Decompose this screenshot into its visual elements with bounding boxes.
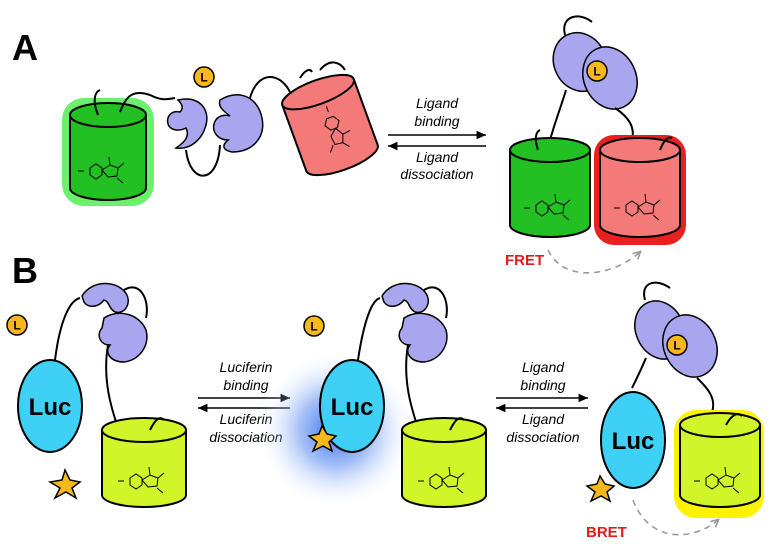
ligand-label: L <box>310 320 317 334</box>
luciferase: Luc <box>319 359 385 453</box>
binding-domain-open <box>81 282 148 363</box>
arrow-label-ligand-dissociation: dissociation <box>400 166 473 182</box>
arrow-label-ligand-dissociation: Ligand <box>416 149 459 165</box>
green-fluorescent-protein <box>62 98 154 206</box>
luciferase-label: Luc <box>331 394 374 421</box>
equilibrium-arrows-b2: Ligand binding Ligand dissociation <box>496 359 588 445</box>
linker <box>725 413 743 426</box>
energy-transfer-arrow <box>632 499 718 536</box>
fret-label: FRET <box>505 252 544 269</box>
luciferase: Luc <box>17 359 83 453</box>
equilibrium-arrows-a: Ligand binding Ligand dissociation <box>388 95 486 182</box>
linker <box>54 297 81 361</box>
linker <box>563 15 593 36</box>
linker <box>123 286 148 319</box>
binding-domain-closed: L <box>552 31 638 110</box>
luciferase-label: Luc <box>612 428 655 455</box>
linker <box>449 417 465 431</box>
linker <box>643 281 671 301</box>
arrow-label-ligand-dissociation: dissociation <box>506 429 579 445</box>
panel-a-label: A <box>12 27 38 68</box>
ligand: L <box>193 66 215 88</box>
red-fluorescent-protein <box>594 135 686 245</box>
linker <box>299 69 313 79</box>
linker <box>119 92 176 113</box>
arrow-label-luciferin-binding: binding <box>223 377 268 393</box>
linker <box>185 144 221 177</box>
linker <box>249 76 291 99</box>
luciferase-label: Luc <box>29 394 72 421</box>
arrow-label-luciferin-binding: Luciferin <box>220 359 273 375</box>
luciferin-star <box>307 424 338 453</box>
red-fluorescent-protein <box>281 73 379 177</box>
energy-transfer-arrow <box>547 249 640 274</box>
bret-label: BRET <box>586 524 627 541</box>
yellow-fluorescent-protein <box>401 417 487 508</box>
arrow-label-ligand-dissociation: Ligand <box>522 411 565 427</box>
linker <box>696 377 715 413</box>
ligand-label: L <box>200 71 207 85</box>
linker <box>319 61 346 71</box>
linker <box>93 89 101 116</box>
arrow-label-ligand-binding: Ligand <box>522 359 565 375</box>
binding-domain-closed: L <box>634 300 718 378</box>
luciferin-star <box>47 467 82 500</box>
arrow-label-ligand-binding: binding <box>520 377 565 393</box>
panel-b-label: B <box>12 250 38 291</box>
ligand-label: L <box>593 65 600 79</box>
arrow-label-ligand-binding: binding <box>414 113 459 129</box>
arrow-label-ligand-binding: Ligand <box>416 95 459 111</box>
linker <box>357 297 381 361</box>
linker <box>631 357 647 389</box>
ligand: L <box>303 315 325 337</box>
luciferase: Luc <box>600 391 666 489</box>
yellow-fluorescent-protein <box>101 417 187 508</box>
ligand: L <box>6 314 28 336</box>
binding-domain-open <box>381 282 448 363</box>
linker <box>149 417 165 431</box>
green-fluorescent-protein <box>509 137 591 238</box>
linker <box>659 136 673 151</box>
ligand-label: L <box>673 339 680 353</box>
yellow-fluorescent-protein <box>674 410 764 518</box>
linker <box>534 129 541 151</box>
luciferin-star <box>585 474 616 503</box>
ligand-label: L <box>13 319 20 333</box>
linker <box>423 286 448 319</box>
binding-domain-open <box>166 94 264 153</box>
